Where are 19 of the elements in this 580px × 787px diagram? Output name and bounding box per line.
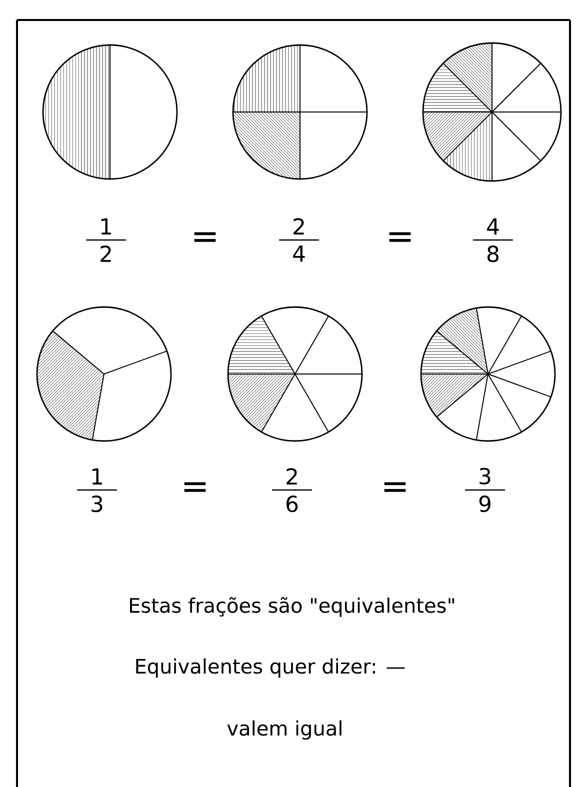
fraction-circle — [232, 44, 368, 180]
fraction-circle — [420, 306, 556, 442]
sentence: Equivalentes quer dizer: — — [136, 658, 405, 678]
fraction: 2 4 — [279, 218, 319, 262]
fraction: 1 2 — [86, 218, 126, 262]
equals-sign: = — [184, 482, 206, 492]
equals-sign: = — [389, 232, 411, 242]
fraction: 4 8 — [473, 218, 513, 262]
fraction-circle — [227, 306, 363, 442]
fraction: 3 9 — [465, 468, 505, 512]
fraction-circle — [422, 42, 562, 182]
sentence: valem igual — [227, 720, 342, 740]
equals-sign: = — [194, 232, 216, 242]
fraction: 2 6 — [272, 468, 312, 512]
equals-sign: = — [384, 482, 406, 492]
fraction-circle — [42, 44, 178, 180]
sentence: Estas frações são "equivalentes" — [130, 597, 454, 617]
fraction: 1 3 — [77, 468, 117, 512]
fraction-circle — [36, 306, 172, 442]
